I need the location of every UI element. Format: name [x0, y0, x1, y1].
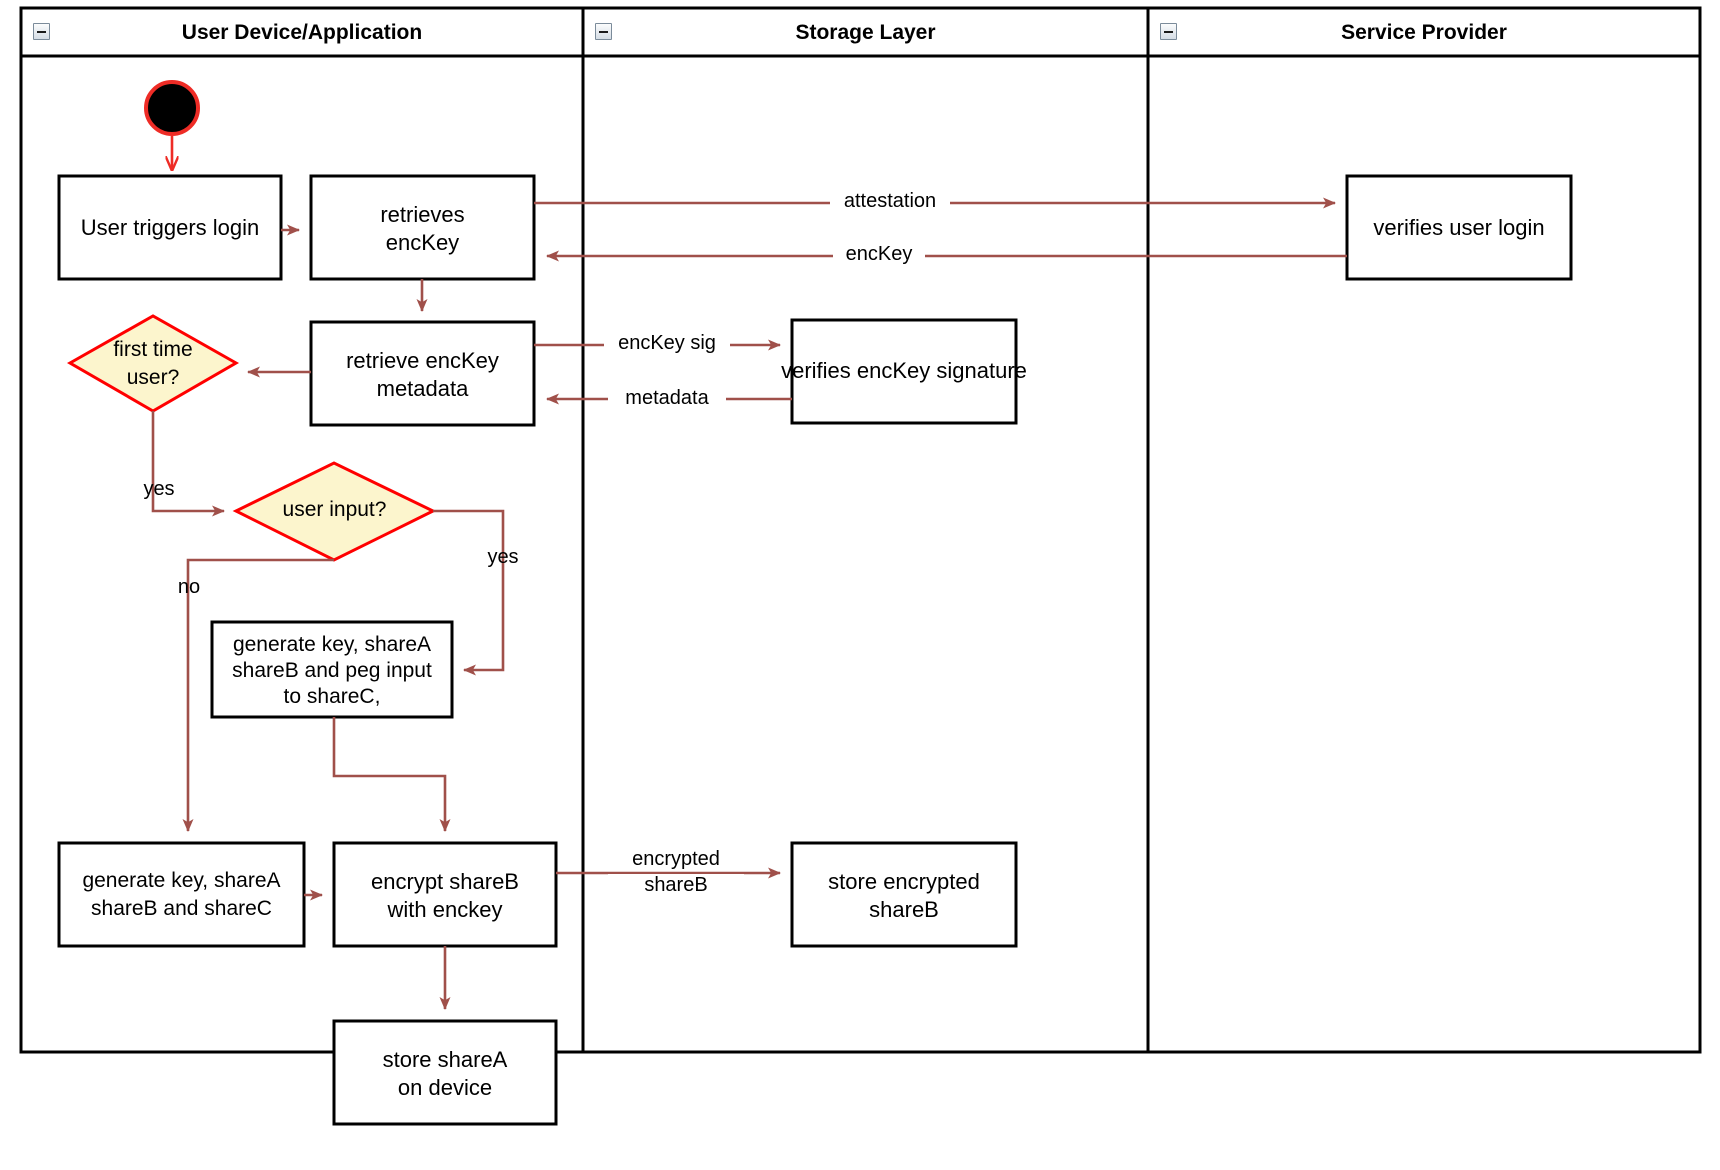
node-retrieve-enckey-metadata[interactable] [309, 320, 536, 427]
edge-user-input-no [182, 558, 334, 832]
node-generate-key-peg[interactable] [210, 620, 454, 719]
lane-title-user-device: User Device/Application [181, 21, 423, 44]
node-store-encrypted-shareb[interactable] [790, 841, 1018, 948]
node-store-sharea[interactable] [332, 1019, 558, 1126]
node-first-time-user-decision[interactable] [66, 314, 240, 413]
collapse-icon-lane-user-device[interactable] [33, 23, 50, 40]
lane-title-storage-layer: Storage Layer [795, 21, 936, 44]
node-encrypt-shareb[interactable] [332, 841, 558, 948]
node-verifies-user-login[interactable] [1345, 174, 1573, 281]
node-generate-key-shares[interactable] [57, 841, 306, 948]
node-user-triggers-login[interactable] [57, 174, 283, 281]
node-initial-start[interactable] [144, 80, 200, 136]
collapse-icon-lane-service-provider[interactable] [1160, 23, 1177, 40]
node-retrieves-enckey[interactable] [309, 174, 536, 281]
lane-title-service-provider: Service Provider [1341, 21, 1507, 44]
node-verifies-enckey-signature[interactable] [790, 318, 1018, 425]
edge-generate-peg-to-encrypt [332, 717, 451, 832]
edge-user-input-yes [433, 509, 505, 676]
edge-first-time-user-yes [151, 411, 225, 517]
collapse-icon-lane-storage[interactable] [595, 23, 612, 40]
